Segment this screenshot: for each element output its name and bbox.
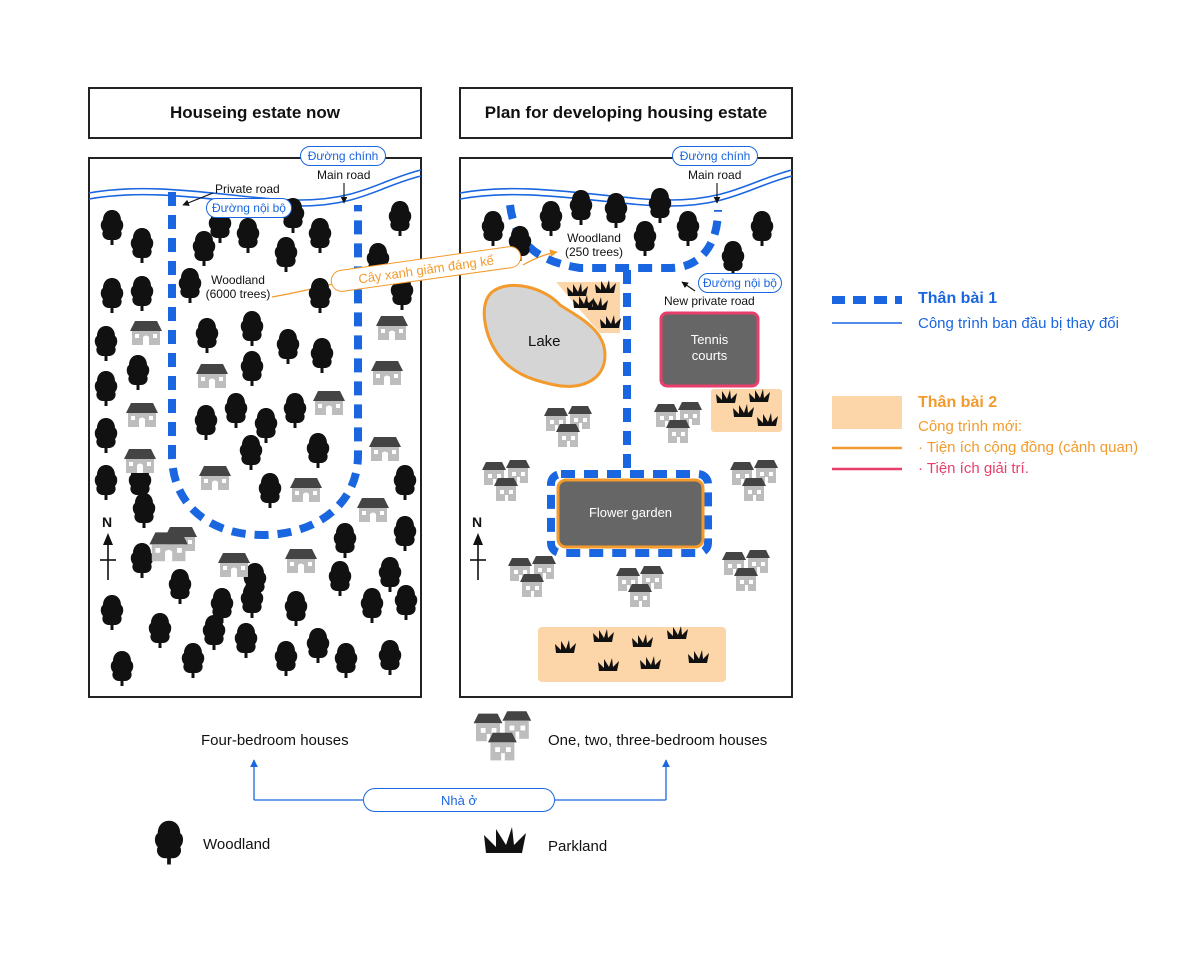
right-woodland-label: Woodland (250 trees): [555, 231, 633, 259]
tennis-courts-label: Tennis courts: [661, 332, 758, 364]
lake: [482, 283, 607, 388]
legend-peach-swatch: [832, 396, 902, 429]
legend-body2-entertainment: · Tiện ích giải trí.: [918, 460, 1029, 477]
right-woodland-label-line2: (250 trees): [564, 245, 624, 259]
legend-body2-title: Thân bài 2: [918, 394, 998, 411]
left-panel-title: Houseing estate now: [88, 87, 422, 139]
legend-body2-heading: Công trình mới:: [918, 418, 1023, 435]
right-main-road: [459, 169, 793, 207]
left-main-road-label: Main road: [317, 168, 371, 182]
left-main-road-pill: Đường chính: [300, 146, 386, 166]
flower-garden: [556, 478, 705, 549]
right-panel-title: Plan for developing housing estate: [459, 87, 793, 139]
parkland-grass-icon: [484, 827, 526, 853]
right-main-road-label: Main road: [688, 168, 742, 182]
small-houses-icon: [474, 711, 532, 760]
woodland-tree-icon: [154, 820, 184, 865]
housing-connector: [250, 759, 670, 801]
left-north-label: N: [102, 514, 113, 530]
parkland-bottom: [538, 626, 726, 682]
left-private-road: [168, 192, 362, 540]
left-private-road-label: Private road: [215, 182, 280, 196]
tennis-label-line2: courts: [691, 348, 728, 363]
legend-body2-community: · Tiện ích cộng đồng (cảnh quan): [918, 439, 1139, 456]
legend-body1-title: Thân bài 1: [918, 290, 998, 307]
key-four-bedroom-label: Four-bedroom houses: [201, 732, 349, 749]
legend-body1-item: Công trình ban đầu bị thay đổi: [918, 315, 1119, 332]
right-main-road-pill: Đường chính: [672, 146, 758, 166]
right-woodland-label-line1: Woodland: [567, 231, 621, 245]
parkland-top: [556, 280, 621, 333]
parkland-right: [711, 389, 782, 432]
left-internal-road-pill: Đường nội bộ: [206, 198, 292, 218]
key-parkland-label: Parkland: [548, 838, 608, 855]
left-woodland-label-line1: Woodland: [211, 273, 265, 287]
left-north-arrow-icon: [100, 533, 116, 580]
housing-pill: Nhà ở: [363, 788, 555, 812]
flower-garden-label: Flower garden: [588, 505, 673, 520]
key-small-houses-label: One, two, three-bedroom houses: [548, 732, 768, 749]
left-woodland-label-line2: (6000 trees): [205, 287, 271, 301]
right-internal-road-pill: Đường nội bộ: [698, 273, 782, 293]
tennis-courts: [659, 311, 760, 388]
right-north-arrow-icon: [470, 533, 486, 580]
four-bedroom-house-icon: [149, 532, 188, 562]
left-woodland-label: Woodland (6000 trees): [196, 273, 280, 301]
key-woodland-label: Woodland: [203, 836, 271, 853]
lake-label: Lake: [528, 333, 561, 350]
new-private-road-label: New private road: [664, 294, 755, 308]
right-north-label: N: [472, 514, 483, 530]
tennis-label-line1: Tennis: [690, 332, 729, 347]
